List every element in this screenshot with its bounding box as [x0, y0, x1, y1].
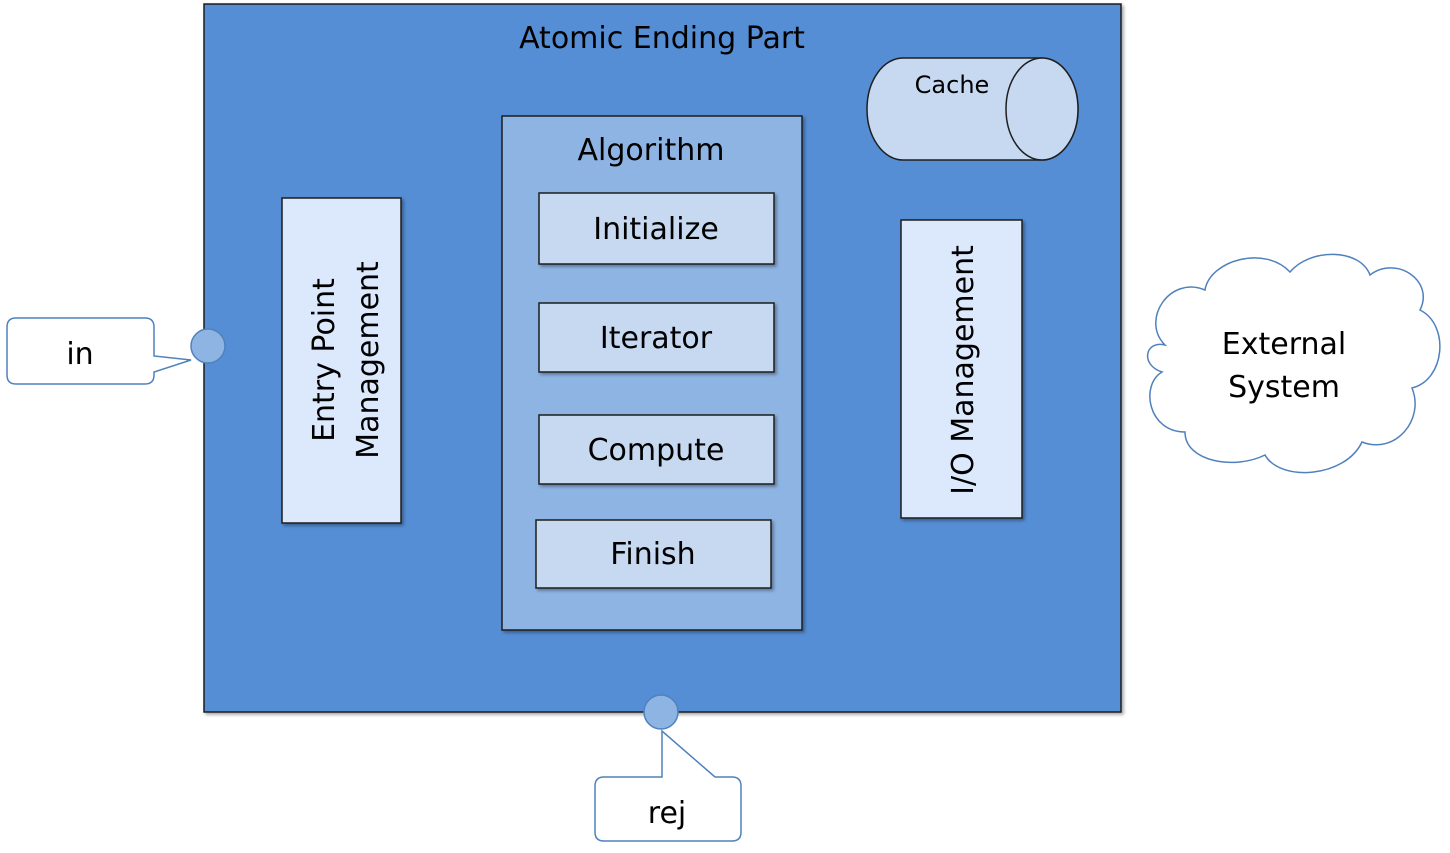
in-port[interactable] [190, 328, 226, 364]
external-system-cloud: External System [1146, 253, 1441, 474]
cache-cylinder: Cache [866, 57, 1079, 161]
step-iterator-label: Iterator [600, 321, 713, 356]
io-management-box [900, 219, 1023, 519]
in-callout [6, 317, 192, 385]
external-system-line1: External [1222, 327, 1346, 362]
step-initialize-label: Initialize [593, 212, 719, 247]
step-iterator-box [538, 302, 775, 373]
entry-point-management-box [281, 197, 402, 524]
step-compute-box [538, 414, 775, 485]
step-compute-label: Compute [588, 433, 725, 468]
step-initialize-box [538, 192, 775, 265]
cache-label: Cache [915, 71, 990, 99]
entry-point-label-line1: Entry Point [307, 278, 342, 442]
rej-port[interactable] [643, 694, 679, 730]
algorithm-title: Algorithm [578, 133, 725, 168]
step-finish-box [535, 519, 772, 589]
rej-port-label: rej [648, 796, 686, 831]
in-port-label: in [66, 337, 93, 372]
rej-callout [594, 729, 742, 842]
entry-point-label-line2: Management [351, 261, 386, 459]
io-management-label: I/O Management [946, 245, 981, 495]
external-system-line2: System [1228, 370, 1340, 405]
step-finish-label: Finish [610, 537, 695, 572]
atomic-part-title: Atomic Ending Part [519, 21, 805, 56]
